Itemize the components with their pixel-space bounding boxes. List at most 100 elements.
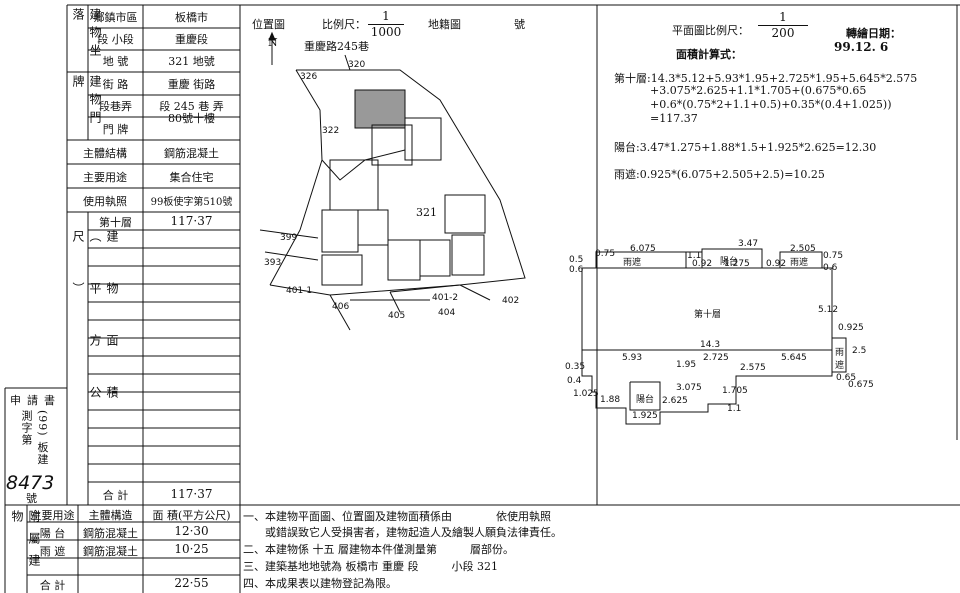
dim-29: 1.1	[727, 404, 742, 414]
formula-line-1: 第十層:14.3*5.12+5.93*1.95+2.725*1.95+5.645…	[614, 72, 918, 85]
annex-header-area: 面 積(平方公尺)	[152, 509, 231, 522]
dim-12: 0.6	[823, 263, 838, 273]
dim-31: 0.65	[836, 373, 857, 383]
parcel-399: 399	[280, 233, 298, 243]
dim-18: 1.95	[676, 360, 697, 370]
dim-8: 0.6	[569, 265, 584, 275]
dim-28: 1.705	[722, 386, 748, 396]
room-balcony-label-2: 陽台	[636, 395, 655, 405]
structure-value: 鋼筋混凝土	[164, 147, 219, 160]
dim-11: 0.92	[766, 259, 787, 269]
dim-2: 6.075	[630, 244, 656, 254]
usage-value: 集合住宅	[169, 171, 214, 184]
dim-1: 0.75	[595, 249, 616, 259]
parcel-406: 406	[332, 302, 350, 312]
dim-9: 0.92	[692, 259, 713, 269]
door-row-label-2: 段巷弄	[99, 100, 132, 113]
dim-32: 0.675	[848, 380, 874, 390]
parcel-404: 404	[438, 308, 456, 318]
area-calc-label: 面積計算式：	[676, 48, 742, 61]
parcel-401-2: 401-2	[432, 293, 459, 303]
dim-5: 2.505	[790, 244, 816, 254]
draw-date-label: 轉繪日期：	[846, 27, 901, 40]
location-map-sheet-label: 地籍圖	[428, 18, 461, 31]
location-row-value-1: 板橋市	[175, 11, 208, 24]
dim-25: 1.88	[600, 395, 621, 405]
note-4: 四、本成果表以建物登記為限。	[243, 577, 397, 590]
parcel-393: 393	[264, 258, 282, 268]
dim-6: 0.75	[823, 251, 844, 261]
dim-14: 0.925	[838, 323, 864, 333]
license-value: 99板使字第510號	[150, 197, 233, 208]
floor-plan-scale-den: 200	[758, 25, 808, 40]
floor-plan-scale-num: 1	[779, 10, 787, 24]
annex-row-2-use: 雨 遮	[39, 545, 66, 558]
annex-total-value: 22·55	[174, 576, 209, 590]
location-row-value-2: 重慶段	[175, 33, 208, 46]
note-1: 一、本建物平面圖、位置圖及建物面積係由 依使用執照	[243, 510, 551, 523]
dim-17: 5.93	[622, 353, 643, 363]
parcel-401-1: 401-1	[286, 286, 313, 296]
dim-3: 1.1	[687, 251, 702, 261]
dim-26: 2.625	[662, 396, 688, 406]
annex-row-1-use: 陽 台	[39, 527, 66, 540]
application-handwritten-number: 8473	[6, 472, 55, 494]
dim-22: 0.35	[565, 362, 586, 372]
application-label: 申請書	[10, 394, 61, 407]
note-3: 三、建築基地地號為 板橋市 重慶 段 小段 321	[243, 560, 498, 573]
dim-27: 3.075	[676, 383, 702, 393]
dim-20: 5.645	[781, 353, 807, 363]
annex-row-1-structure: 鋼筋混凝土	[83, 527, 138, 540]
parcel-320: 320	[348, 60, 366, 70]
room-rain-label-3: 雨遮	[835, 348, 845, 371]
location-map-title: 位置圖	[252, 18, 285, 31]
note-2: 二、本建物係 十五 層建物本件僅測量第 層部份。	[243, 543, 514, 556]
door-row-label-1: 街 路	[102, 78, 129, 91]
location-map-scale-num: 1	[382, 9, 390, 23]
location-map-drawing	[259, 31, 526, 331]
annex-row-1-area: 12·30	[174, 524, 209, 538]
dim-4: 3.47	[738, 239, 759, 249]
dim-23: 0.4	[567, 376, 582, 386]
location-row-label-3: 地 號	[102, 55, 129, 68]
dim-10: 1.275	[724, 259, 750, 269]
door-row-value-2: 段 245 巷 弄	[159, 100, 224, 113]
dim-7: 0.5	[569, 255, 584, 265]
location-row-value-3: 321 地號	[168, 55, 215, 68]
room-rain-label-1: 雨遮	[623, 258, 642, 268]
draw-date-value: 99.12. 6	[834, 40, 889, 54]
application-suffix: 號	[26, 492, 37, 505]
dim-21: 2.575	[740, 363, 766, 373]
formula-line-4: =117.37	[650, 112, 698, 125]
annex-total-label: 合 計	[39, 579, 66, 592]
parcel-321: 321	[416, 206, 437, 219]
annex-row-2-structure: 鋼筋混凝土	[83, 545, 138, 558]
application-number: (99) 板建測字第	[20, 410, 49, 466]
room-rain-label-2: 雨遮	[790, 258, 809, 268]
parcel-402: 402	[502, 296, 520, 306]
location-row-label-2: 段 小段	[97, 33, 134, 46]
location-group-label: 建物坐落	[71, 8, 102, 62]
location-map-scale-den: 1000	[368, 24, 404, 39]
door-row-value-3: 80號十樓	[168, 112, 215, 125]
area-total-value: 117·37	[170, 487, 213, 501]
north-arrow-label: N	[268, 36, 278, 49]
dim-19: 2.725	[703, 353, 729, 363]
location-row-label-1: 鄉鎮市區	[93, 11, 138, 24]
parcel-326: 326	[300, 72, 318, 82]
door-group-label: 建物門牌	[71, 75, 102, 129]
note-1-cont: 或錯誤致它人受損害者，建物起造人及繪製人願負法律責任。	[243, 526, 562, 539]
dim-13: 5.12	[818, 305, 839, 315]
dim-24: 1.025	[573, 389, 599, 399]
annex-row-2-area: 10·25	[174, 542, 209, 556]
formula-balcony: 陽台:3.47*1.275+1.88*1.5+1.925*2.625=12.30	[614, 141, 877, 154]
license-label: 使用執照	[83, 195, 127, 208]
parcel-322: 322	[322, 126, 340, 136]
road-label: 重慶路245巷	[304, 40, 369, 53]
dim-15: 2.5	[852, 346, 867, 356]
location-map-scale-label: 比例尺：	[322, 18, 366, 31]
floor-name: 第十層	[99, 216, 132, 229]
floor-area: 117·37	[170, 214, 213, 228]
floor-plan-scale-label: 平面圖比例尺：	[672, 24, 749, 37]
